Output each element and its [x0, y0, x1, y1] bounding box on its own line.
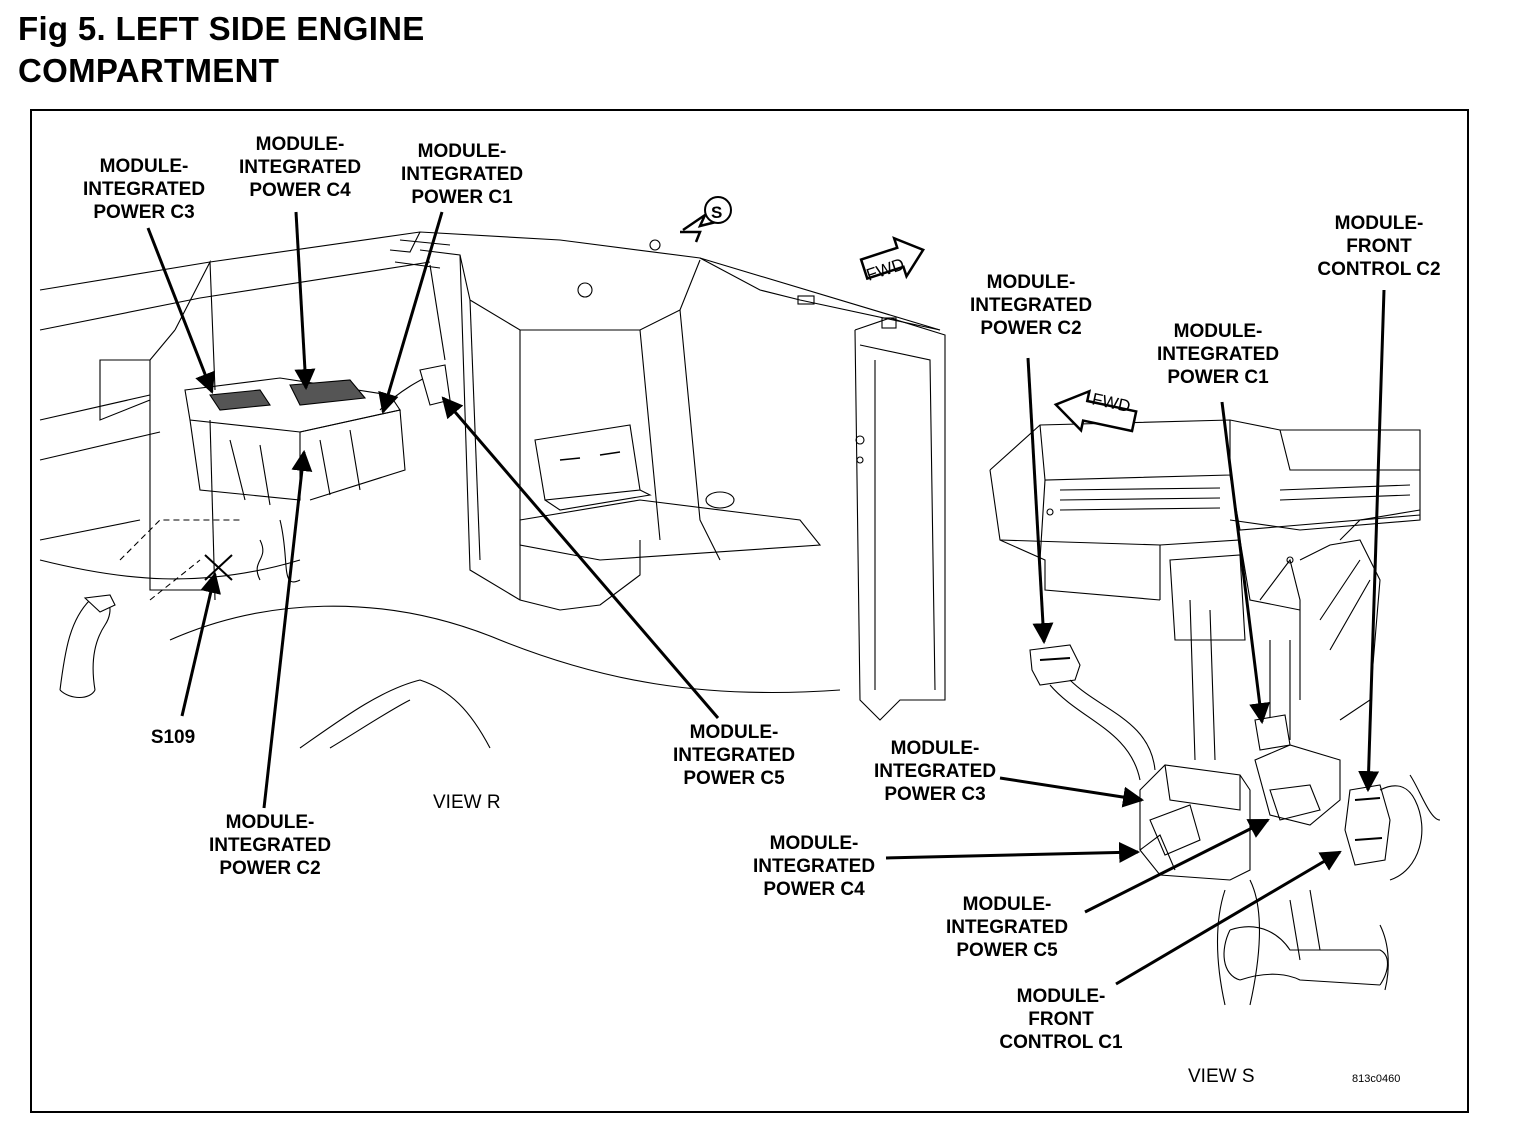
- callout-line: MODULE-: [99, 156, 189, 177]
- callout-line: POWER C2: [219, 858, 321, 879]
- callout-line: MODULE-: [689, 722, 779, 743]
- figure-frame: [30, 109, 1469, 1113]
- callout-view-s-mip-c1: MODULE- INTEGRATED POWER C1: [1157, 320, 1279, 389]
- callout-line: POWER C3: [93, 202, 195, 223]
- callout-line: MODULE-: [1334, 213, 1424, 234]
- figure-title: Fig 5. LEFT SIDE ENGINE COMPARTMENT: [18, 8, 425, 92]
- callout-line: MODULE-: [225, 812, 315, 833]
- callout-view-r-mip-c1: MODULE- INTEGRATED POWER C1: [401, 140, 523, 209]
- callout-view-s-mip-c5: MODULE- INTEGRATED POWER C5: [946, 893, 1068, 962]
- callout-line: POWER C5: [956, 940, 1058, 961]
- callout-line: POWER C4: [763, 879, 865, 900]
- callout-line: INTEGRATED: [238, 157, 362, 178]
- view-s-direction-arrow-label: S: [711, 203, 722, 222]
- view-s-label: VIEW S: [1188, 1066, 1255, 1087]
- view-s-drawing: [989, 419, 1441, 1006]
- callout-line: INTEGRATED: [400, 164, 524, 185]
- callout-view-r-mip-c2: MODULE- INTEGRATED POWER C2: [209, 811, 331, 880]
- callout-line: MODULE-: [255, 134, 345, 155]
- callout-view-r-mip-c4: MODULE- INTEGRATED POWER C4: [239, 133, 361, 202]
- callout-line: CONTROL C1: [999, 1032, 1123, 1053]
- callout-line: INTEGRATED: [752, 856, 876, 877]
- view-r-drawing: [39, 231, 946, 749]
- callout-view-s-mip-c3: MODULE- INTEGRATED POWER C3: [874, 737, 996, 806]
- callout-line: INTEGRATED: [672, 745, 796, 766]
- callout-view-r-mip-c5: MODULE- INTEGRATED POWER C5: [673, 721, 795, 790]
- callout-line: INTEGRATED: [969, 295, 1093, 316]
- callout-line: FRONT: [1028, 1009, 1094, 1030]
- view-s-leaders: [885, 289, 1386, 986]
- callout-view-s-mip-c4: MODULE- INTEGRATED POWER C4: [753, 832, 875, 901]
- callout-line: INTEGRATED: [208, 835, 332, 856]
- callout-line: MODULE-: [962, 894, 1052, 915]
- callout-line: POWER C5: [683, 768, 785, 789]
- view-s-direction-arrow: [680, 196, 732, 243]
- callout-view-r-mip-c3: MODULE- INTEGRATED POWER C3: [83, 155, 205, 224]
- callout-line: MODULE-: [417, 141, 507, 162]
- figure-title-line2: COMPARTMENT: [18, 52, 280, 89]
- callout-view-s-mfc-c2: MODULE- FRONT CONTROL C2: [1317, 212, 1440, 281]
- callout-line: S109: [150, 727, 196, 748]
- callout-line: FRONT: [1346, 236, 1412, 257]
- callout-line: MODULE-: [1016, 986, 1106, 1007]
- callout-line: INTEGRATED: [82, 179, 206, 200]
- callout-line: MODULE-: [769, 833, 859, 854]
- view-r-label: VIEW R: [433, 792, 501, 813]
- callout-view-s-mip-c2: MODULE- INTEGRATED POWER C2: [970, 271, 1092, 340]
- fwd-arrow-view-r: [859, 236, 926, 281]
- callout-line: INTEGRATED: [1156, 344, 1280, 365]
- callout-line: POWER C2: [980, 318, 1082, 339]
- callout-line: INTEGRATED: [945, 917, 1069, 938]
- callout-line: POWER C1: [411, 187, 513, 208]
- callout-line: POWER C4: [249, 180, 351, 201]
- callout-line: CONTROL C2: [1317, 259, 1441, 280]
- fwd-arrow-view-s: [1053, 389, 1138, 433]
- view-r-leaders: [146, 211, 720, 809]
- callout-view-s-mfc-c1: MODULE- FRONT CONTROL C1: [999, 985, 1122, 1054]
- callout-line: MODULE-: [890, 738, 980, 759]
- callout-line: INTEGRATED: [873, 761, 997, 782]
- callout-line: POWER C1: [1167, 367, 1269, 388]
- figure-title-line1: Fig 5. LEFT SIDE ENGINE: [18, 10, 425, 47]
- illustration-code: 813c0460: [1352, 1073, 1401, 1085]
- callout-view-r-splice-s109: S109: [151, 726, 195, 749]
- callout-line: MODULE-: [1173, 321, 1263, 342]
- callout-line: MODULE-: [986, 272, 1076, 293]
- callout-line: POWER C3: [884, 784, 986, 805]
